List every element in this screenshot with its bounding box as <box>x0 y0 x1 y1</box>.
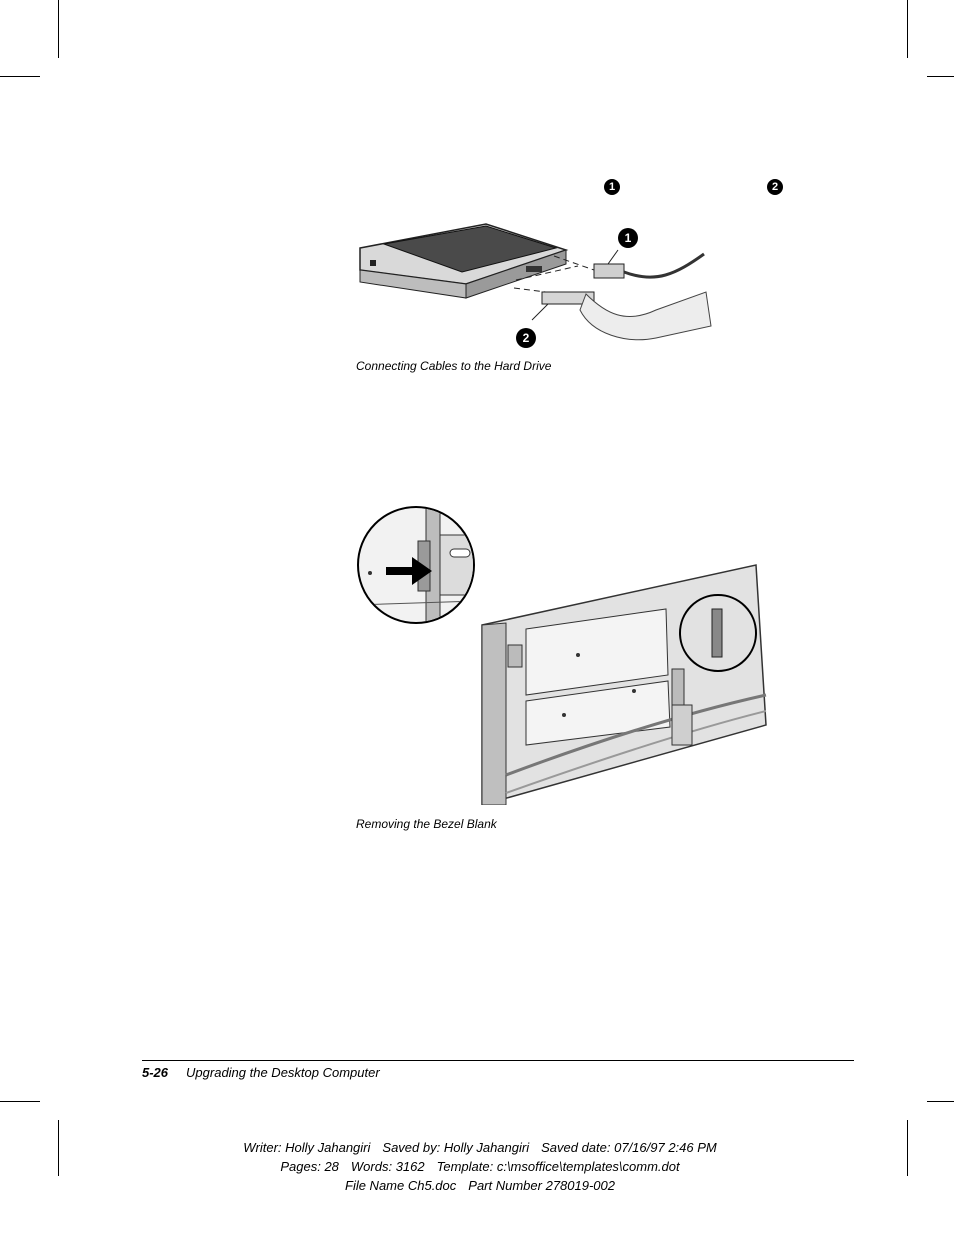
footer-rule <box>142 1060 854 1061</box>
doc-meta-line-2: Pages: 28 Words: 3162 Template: c:\msoffic… <box>180 1159 780 1174</box>
figure-caption-hard-drive: Connecting Cables to the Hard Drive <box>356 359 552 373</box>
callout-2-glyph: 2 <box>767 179 783 195</box>
meta-file-name: File Name Ch5.doc <box>345 1178 457 1193</box>
meta-saved-date: Saved date: 07/16/97 2:46 PM <box>541 1140 717 1155</box>
chapter-title: Upgrading the Desktop Computer <box>186 1065 380 1080</box>
doc-meta-line-1: Writer: Holly Jahangiri Saved by: Holly J… <box>180 1140 780 1155</box>
callout-1-marker: 1 <box>618 228 638 248</box>
page-footer: 5-26 Upgrading the Desktop Computer <box>142 1065 380 1080</box>
meta-part-number: Part Number 278019-002 <box>468 1178 615 1193</box>
crop-mark <box>907 0 908 58</box>
meta-pages: Pages: 28 <box>280 1159 339 1174</box>
meta-template: Template: c:\msoffice\templates\comm.dot <box>436 1159 680 1174</box>
crop-mark <box>927 1101 954 1102</box>
page-number: 5-26 <box>142 1065 169 1080</box>
crop-mark <box>58 0 59 58</box>
callout-1-glyph: 1 <box>604 179 620 195</box>
crop-mark <box>0 76 40 77</box>
crop-mark <box>927 76 954 77</box>
hard-drive-cable-illustration <box>359 223 712 341</box>
crop-mark <box>907 1120 908 1176</box>
meta-words: Words: 3162 <box>350 1159 425 1174</box>
crop-mark <box>0 1101 40 1102</box>
bezel-blank-illustration <box>357 506 767 805</box>
doc-meta-line-3: File Name Ch5.doc Part Number 278019-002 <box>180 1178 780 1193</box>
callout-2-marker: 2 <box>516 328 536 348</box>
meta-saved-by: Saved by: Holly Jahangiri <box>382 1140 530 1155</box>
figure-caption-bezel-blank: Removing the Bezel Blank <box>356 817 497 831</box>
meta-writer: Writer: Holly Jahangiri <box>243 1140 371 1155</box>
crop-mark <box>58 1120 59 1176</box>
